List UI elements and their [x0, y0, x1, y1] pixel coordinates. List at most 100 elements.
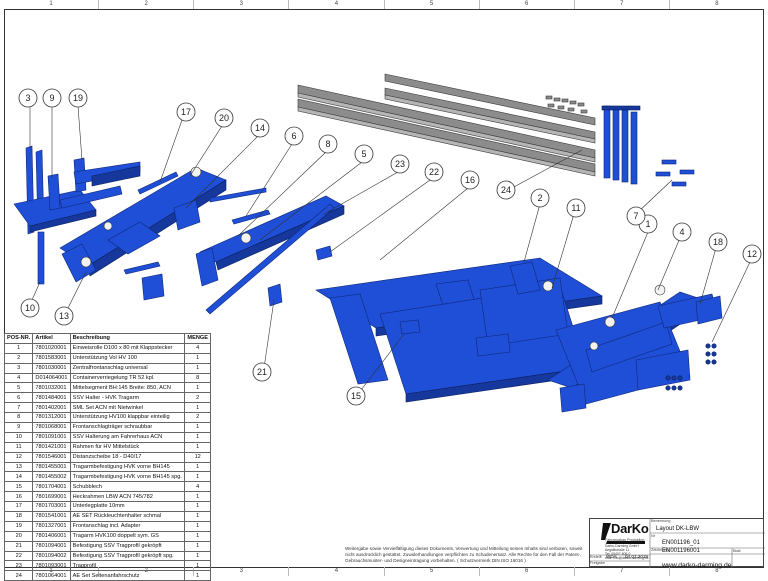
side-protection-bars: [297, 73, 596, 177]
created-by: WDA: [606, 554, 617, 559]
cell-artikel: 7801030001: [32, 362, 71, 374]
cell-pos: 5: [3, 382, 34, 394]
balloon-22: 22: [424, 162, 444, 182]
svg-text:17: 17: [181, 107, 191, 117]
cell-artikel: 7801020001: [32, 342, 71, 354]
balloon-20: 20: [214, 108, 234, 128]
arm-mount-strap: [209, 187, 267, 203]
cell-menge: 1: [184, 540, 211, 552]
shim-plate: [137, 171, 179, 195]
cell-menge: 1: [184, 550, 211, 562]
label-blatt: Blatt: [733, 549, 741, 553]
svg-text:8: 8: [325, 139, 330, 149]
cell-beschreibung: Schubblech: [69, 481, 186, 493]
cell-beschreibung: Einweisrolle D100 x 80 mit Klappstecker: [69, 342, 186, 354]
cell-artikel: 7801402001: [32, 402, 71, 414]
cell-beschreibung: SML Set ACN mit Nietwinkel: [69, 402, 186, 414]
svg-text:14: 14: [255, 123, 265, 133]
cell-menge: 1: [184, 501, 211, 513]
cell-menge: 1: [184, 362, 211, 374]
cell-menge: 1: [184, 402, 211, 414]
svg-text:23: 23: [395, 159, 405, 169]
balloon-14: 14: [250, 118, 270, 138]
cell-artikel: 7801699001: [32, 491, 71, 503]
grid-column-label: 3: [194, 567, 290, 576]
cell-menge: 12: [184, 451, 211, 463]
cell-pos: 15: [3, 481, 34, 493]
cell-artikel: 7801032001: [32, 382, 71, 394]
cell-pos: 19: [3, 520, 34, 532]
cell-beschreibung: Tragprofil: [69, 560, 186, 572]
balloon-17: 17: [176, 102, 196, 122]
rear-frame: [315, 257, 603, 403]
cell-artikel: 7801068001: [32, 422, 71, 433]
profile-mount-left: [267, 283, 283, 307]
cell-artikel: 7801094001: [32, 540, 71, 552]
cell-artikel: 7801703001: [32, 501, 71, 513]
label-benennung: Benennung: [651, 519, 671, 523]
cell-beschreibung: Frontanschlag incl. Adapter: [69, 520, 186, 532]
svg-text:2: 2: [537, 193, 542, 203]
cell-menge: 2: [184, 412, 211, 424]
svg-text:5: 5: [361, 149, 366, 159]
grid-column-label: 4: [289, 567, 385, 576]
cell-menge: 1: [184, 530, 211, 542]
svg-text:18: 18: [713, 237, 723, 247]
balloon-12: 12: [742, 244, 762, 264]
balloon-3: 3: [18, 88, 38, 108]
cell-menge: 1: [184, 491, 211, 503]
svg-text:20: 20: [219, 113, 229, 123]
cell-beschreibung: Unterstützung Vol HV 100: [69, 352, 186, 364]
front-stop-assembly: [13, 145, 141, 235]
header-artikel: Artikel: [32, 333, 71, 344]
cell-pos: 20: [3, 530, 34, 542]
balloon-24: 24: [496, 180, 516, 200]
cell-pos: 18: [3, 511, 34, 522]
cell-pos: 9: [3, 422, 34, 433]
cell-pos: 1: [3, 342, 34, 354]
svg-text:13: 13: [59, 311, 69, 321]
document-number: EN001196_01: [662, 540, 700, 546]
cell-beschreibung: Heckrahmen LBW ACN 745/782: [69, 491, 186, 503]
cell-artikel: 7801541001: [32, 511, 71, 522]
cell-beschreibung: SSV Halter - HVK Tragarm: [69, 392, 186, 404]
cell-beschreibung: Containerverriegelung TR 52 kpl.: [69, 372, 186, 384]
drawing-title: Layout DK-LBW: [656, 526, 700, 532]
grid-column-label: 8: [715, 1, 719, 7]
svg-text:3: 3: [25, 93, 30, 103]
cell-artikel: 7801312001: [32, 412, 71, 424]
cell-pos: 11: [3, 441, 34, 453]
cell-menge: 1: [184, 441, 211, 453]
svg-text:16: 16: [465, 175, 475, 185]
header-menge: MENGE: [184, 333, 211, 344]
cell-artikel: 7801704001: [32, 481, 71, 493]
cell-artikel: 7801406001: [32, 530, 71, 542]
cell-artikel: 7801094002: [32, 550, 71, 562]
label-freigabe: Freigabe: [590, 561, 605, 565]
cell-pos: 16: [3, 491, 34, 503]
header-pos: POS-NR.: [3, 333, 34, 344]
cell-beschreibung: Tragarm HVK100 doppelt sym. GS: [69, 530, 186, 542]
svg-text:7: 7: [633, 211, 638, 221]
company-address: Darko-Darming GmbH Aegidiistraße 11 Tel:…: [605, 544, 651, 560]
cell-beschreibung: Unterlegplatte 10mm: [69, 501, 186, 513]
grid-column-label: 6: [480, 0, 575, 9]
grid-column-label: 3: [194, 0, 290, 9]
svg-text:4: 4: [679, 227, 684, 237]
cell-pos: 2: [3, 352, 34, 364]
balloon-16: 16: [460, 170, 480, 190]
cell-beschreibung: Tragarmbefestigung HVK vorne BH145 spg.: [69, 471, 186, 483]
title-block: [589, 518, 765, 568]
